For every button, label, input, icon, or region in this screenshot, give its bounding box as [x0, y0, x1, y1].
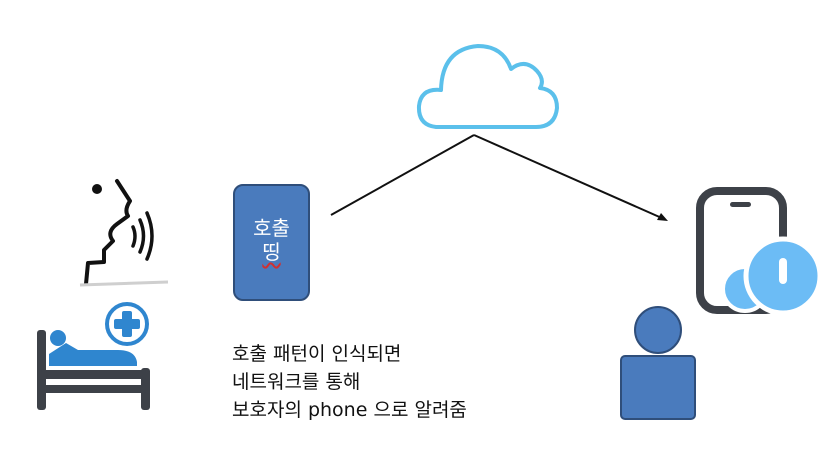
network-connector — [330, 134, 668, 221]
device-title: 호출 — [253, 216, 290, 240]
description-line-1: 호출 패턴이 인식되면 — [232, 343, 402, 365]
description-text: 호출 패턴이 인식되면 네트워크를 통해 보호자의 phone 으로 알려줌 — [232, 340, 632, 424]
hospital-bed-patient-icon — [37, 330, 150, 410]
medical-cross-icon — [105, 302, 149, 346]
speaking-head-icon — [79, 179, 169, 287]
device-subtitle: 띵 — [262, 240, 281, 264]
device-subtitle-wrap: 띵 — [235, 240, 308, 264]
guardian-person-icon — [620, 306, 696, 420]
description-line-2: 네트워크를 통해 — [232, 371, 361, 393]
cloud-icon — [416, 44, 559, 129]
description-line-3: 보호자의 phone 으로 알려줌 — [232, 399, 467, 421]
call-device: 호출 띵 — [233, 184, 310, 301]
notification-badge-icon — [721, 236, 823, 316]
